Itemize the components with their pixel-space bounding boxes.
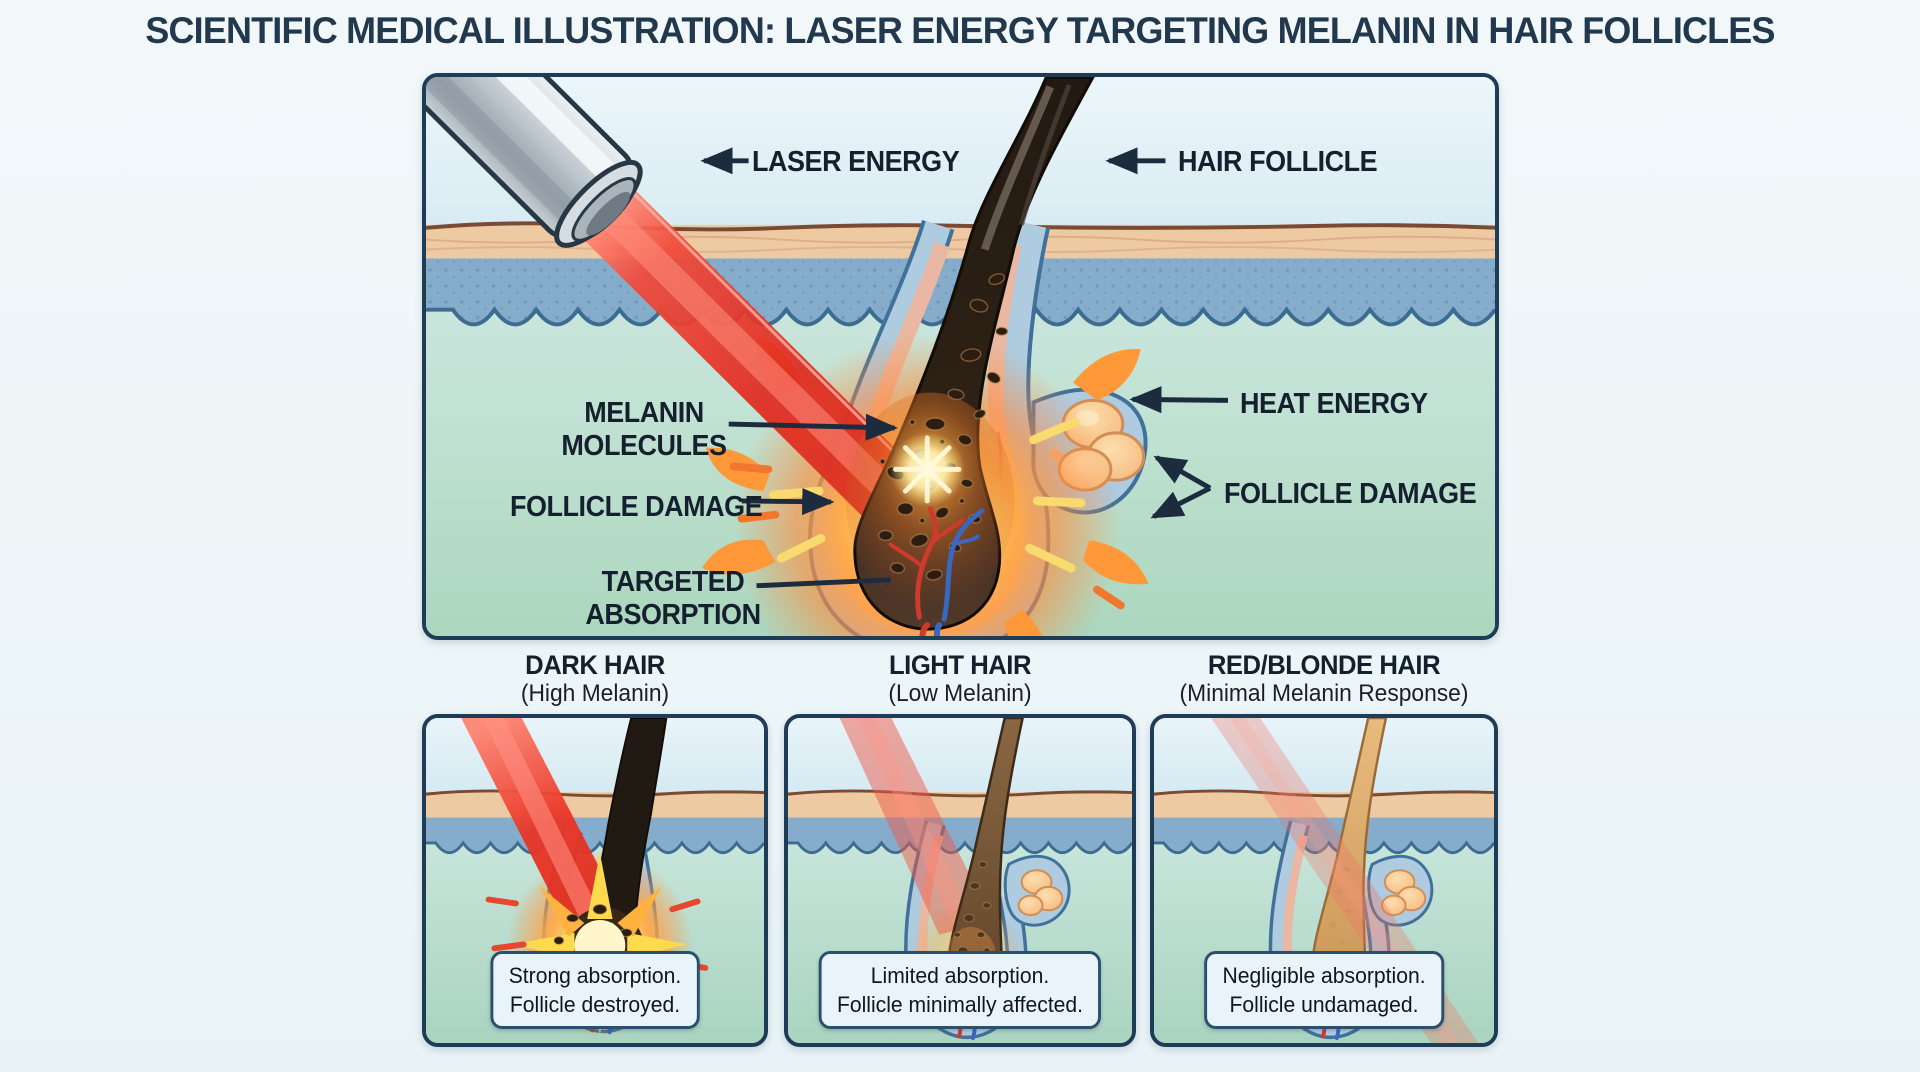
caption-dark-hair-line1: Strong absorption. [508, 963, 682, 988]
label-follicle-damage-left: FOLLICLE DAMAGE [510, 491, 763, 523]
arrow-heat-energy [1129, 386, 1229, 414]
caption-light-hair-line1: Limited absorption. [870, 963, 1050, 988]
sebaceous-gland [1017, 869, 1064, 917]
caption-dark-hair-line2: Follicle destroyed. [509, 992, 681, 1017]
laser-beam [461, 718, 630, 937]
skin-layers [426, 789, 764, 855]
caption-light-hair-line2: Follicle minimally affected. [836, 992, 1084, 1017]
skin-layers [788, 789, 1132, 855]
label-targeted-absorption: TARGETED ABSORPTION [585, 566, 761, 631]
header-red-blonde-hair-title: RED/BLONDE HAIR [1207, 650, 1441, 680]
header-light-hair-subtitle: (Low Melanin) [888, 680, 1032, 707]
caption-dark-hair: Strong absorption. Follicle destroyed. [490, 951, 700, 1029]
panel-light-hair: Limited absorption. Follicle minimally a… [784, 714, 1136, 1047]
line-targeted-absorption [756, 577, 891, 589]
header-dark-hair-title: DARK HAIR [525, 650, 665, 680]
panel-dark-hair: Strong absorption. Follicle destroyed. [422, 714, 768, 1047]
header-light-hair: LIGHT HAIR (Low Melanin) [793, 650, 1127, 708]
caption-red-blonde-hair-line2: Follicle undamaged. [1229, 992, 1419, 1017]
arrow-follicle-damage-upper [1153, 455, 1212, 491]
laser-beam [839, 718, 993, 935]
label-heat-energy: HEAT ENERGY [1240, 388, 1428, 420]
label-hair-follicle: HAIR FOLLICLE [1178, 146, 1378, 178]
caption-red-blonde-hair: Negligible absorption. Follicle undamage… [1204, 951, 1444, 1029]
arrow-follicle-damage-lower [1150, 485, 1212, 519]
caption-red-blonde-hair-line1: Negligible absorption. [1222, 963, 1426, 988]
header-red-blonde-hair: RED/BLONDE HAIR (Minimal Melanin Respons… [1159, 650, 1490, 708]
laser-device [426, 77, 643, 248]
panel-red-blonde-hair: Negligible absorption. Follicle undamage… [1150, 714, 1498, 1047]
label-laser-energy: LASER ENERGY [752, 146, 960, 178]
absorption-core [889, 431, 965, 507]
arrow-follicle-damage-left [741, 488, 835, 516]
page-title: SCIENTIFIC MEDICAL ILLUSTRATION: LASER E… [145, 10, 1775, 51]
header-light-hair-title: LIGHT HAIR [888, 650, 1032, 680]
arrow-melanin-molecules [728, 413, 898, 441]
blood-vessels [888, 506, 985, 636]
skin-layers [1154, 789, 1494, 855]
header-dark-hair-subtitle: (High Melanin) [520, 680, 670, 707]
header-red-blonde-hair-subtitle: (Minimal Melanin Response) [1179, 680, 1469, 707]
header-dark-hair: DARK HAIR (High Melanin) [431, 650, 760, 708]
main-diagram-panel: LASER ENERGY HAIR FOLLICLE MELANIN MOLEC… [422, 73, 1499, 640]
annotation-arrows [700, 147, 1229, 589]
main-diagram-artwork [426, 77, 1495, 636]
sebaceous-gland [1380, 869, 1427, 917]
caption-light-hair: Limited absorption. Follicle minimally a… [818, 951, 1102, 1029]
label-follicle-damage-right: FOLLICLE DAMAGE [1224, 478, 1477, 510]
label-melanin-molecules: MELANIN MOLECULES [561, 397, 727, 462]
